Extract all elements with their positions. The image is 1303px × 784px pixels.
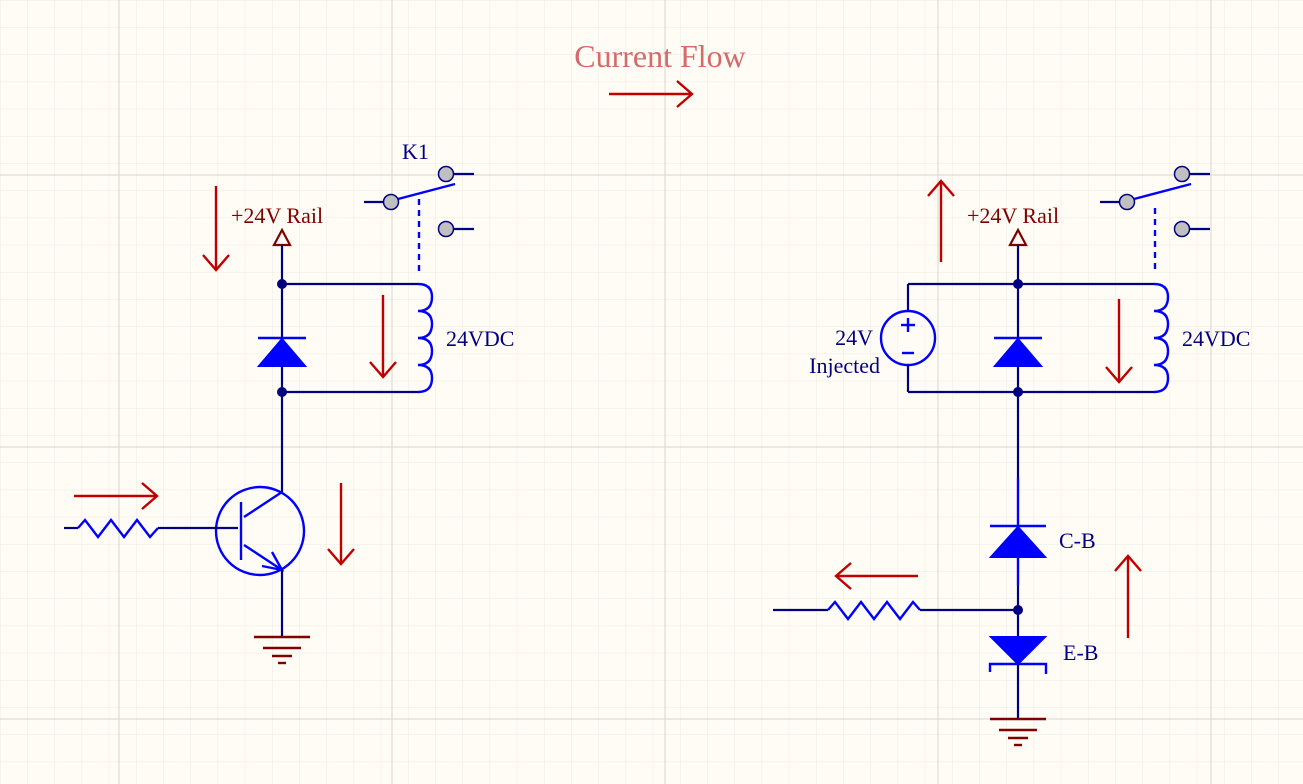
left-circuit: K1 +24V Rail (64, 139, 514, 665)
current-arrow-up (1114, 554, 1142, 638)
relay-switch (1100, 165, 1210, 272)
relay-coil (417, 282, 434, 394)
source-label-line1: 24V (835, 325, 873, 350)
collector-base-diode (988, 524, 1048, 611)
current-arrow-down (202, 186, 230, 272)
junction-dot (277, 279, 287, 289)
coil-label: 24VDC (1182, 326, 1250, 351)
current-arrow-down (327, 483, 355, 566)
current-arrow-left (834, 562, 918, 590)
relay-label-k1: K1 (402, 139, 429, 164)
coil-label: 24VDC (446, 326, 514, 351)
rail-port-icon (1008, 227, 1028, 284)
base-resistor (64, 518, 172, 539)
junction-dot (1013, 279, 1023, 289)
current-arrow-right (74, 482, 159, 510)
base-resistor (773, 600, 1018, 621)
ground-icon (990, 717, 1046, 747)
title-arrow-right (609, 80, 694, 108)
voltage-source (879, 284, 937, 392)
rail-label: +24V Rail (967, 203, 1059, 228)
current-arrow-up (927, 179, 955, 262)
emitter-base-zener (988, 610, 1048, 718)
ground-icon (254, 635, 310, 665)
relay-switch (364, 165, 474, 272)
rail-port-icon (272, 227, 292, 284)
rail-label: +24V Rail (231, 203, 323, 228)
npn-transistor (172, 485, 306, 577)
source-label-line2: Injected (809, 353, 880, 378)
eb-label: E-B (1063, 640, 1098, 665)
current-arrow-down (1105, 299, 1133, 384)
flyback-diode (992, 284, 1044, 392)
right-circuit: +24V Rail 24V Injected (773, 165, 1250, 747)
cb-label: C-B (1059, 528, 1096, 553)
relay-coil (1153, 282, 1170, 394)
page-title: Current Flow (574, 38, 746, 74)
current-arrow-down (369, 295, 397, 379)
